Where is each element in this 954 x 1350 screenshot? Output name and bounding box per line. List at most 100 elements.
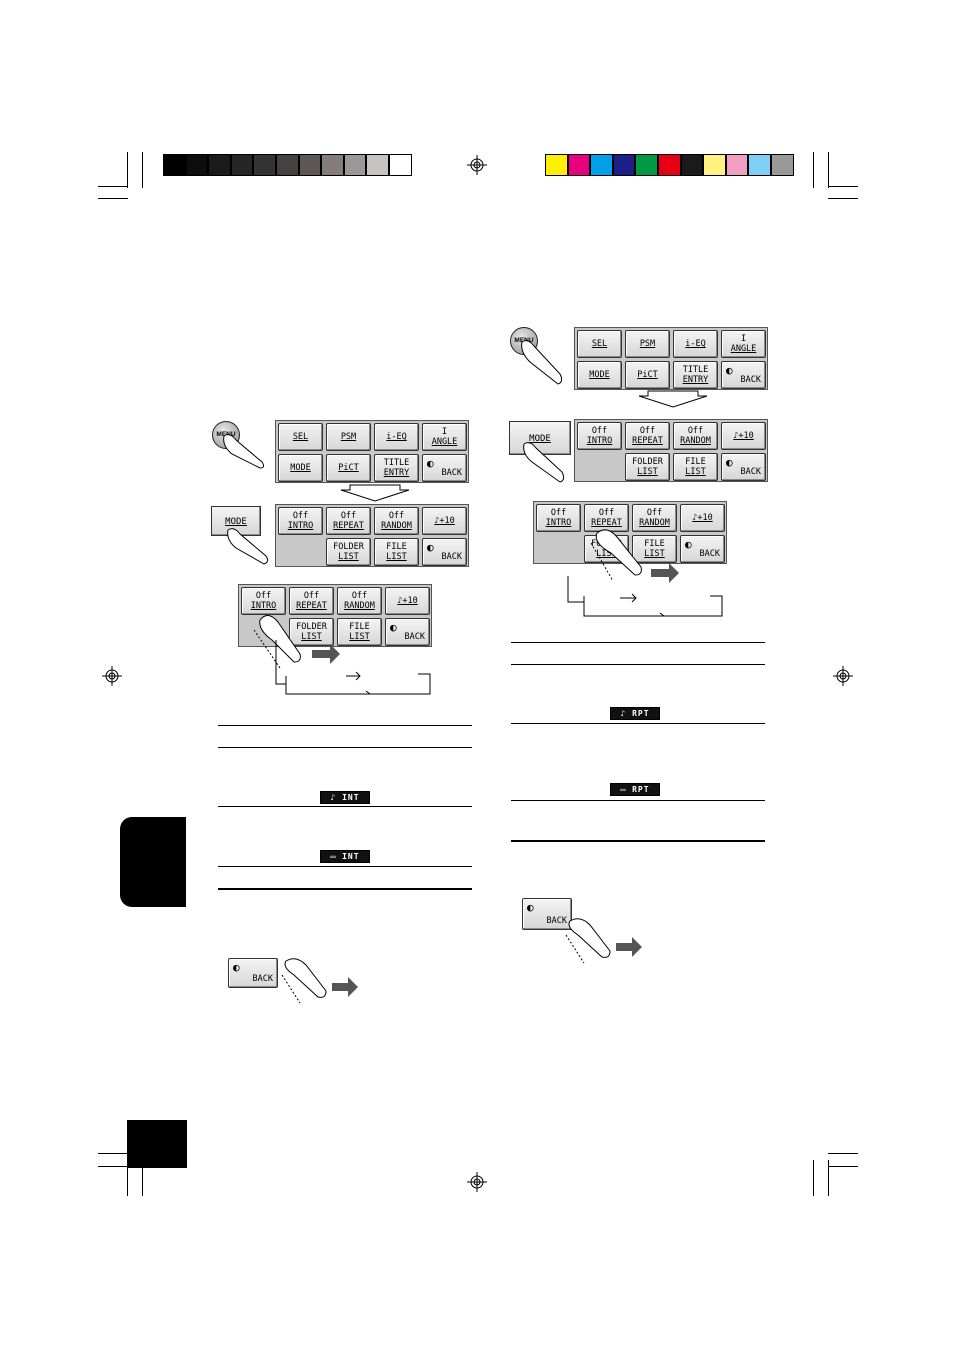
down-arrow-icon (638, 390, 708, 408)
key-label: INTRO (287, 521, 314, 531)
back-icon: ◐ (427, 541, 434, 554)
crop-mark (828, 1166, 858, 1167)
key-label: SEL (292, 432, 309, 442)
finger-press-icon (565, 918, 642, 964)
finger-icon (223, 434, 265, 469)
right-mode-key[interactable]: MODE (509, 421, 571, 455)
key-label: ♪+10 (434, 516, 455, 526)
table-rule (218, 866, 472, 867)
back-key[interactable]: ◐BACK (680, 535, 725, 563)
key-top-label: FOLDER (296, 622, 327, 632)
panel-key[interactable]: MODE (577, 361, 622, 389)
color-swatch (230, 154, 254, 176)
panel-key[interactable]: SEL (577, 330, 622, 358)
panel-key[interactable]: PiCT (326, 454, 371, 482)
back-icon: ◐ (427, 457, 434, 470)
panel-key[interactable]: ♪+10 (422, 507, 467, 535)
right-back-button[interactable]: ◐BACK (522, 898, 572, 930)
back-key[interactable]: ◐BACK (385, 618, 430, 646)
panel-key[interactable]: MODE (278, 454, 323, 482)
crop-mark (98, 198, 128, 199)
key-top-label: FOLDER (333, 542, 364, 552)
cycle-arrows-diagram (275, 640, 431, 695)
crop-mark (127, 1160, 128, 1196)
table-rule (511, 800, 765, 801)
table-rule (511, 840, 765, 842)
repeat-track-indicator: ♪ RPT (610, 707, 660, 720)
right-mode-panel-pressed: OffINTROOffREPEATOffRANDOM♪+10FOLDERLIST… (533, 501, 727, 564)
panel-key[interactable]: SEL (278, 423, 323, 451)
key-top-label: FILE (386, 542, 407, 552)
finger-press-icon (590, 529, 679, 583)
key-label: RANDOM (680, 436, 711, 446)
left-back-button[interactable]: ◐BACK (228, 958, 278, 988)
registration-mark-icon (833, 666, 853, 686)
key-label: MODE (290, 463, 311, 473)
key-top-label: Off (292, 511, 309, 521)
back-key[interactable]: ◐BACK (721, 453, 766, 481)
panel-key[interactable]: i-EQ (374, 423, 419, 451)
crop-mark (142, 1160, 143, 1196)
crop-mark (98, 1153, 128, 1154)
back-key[interactable]: ◐BACK (422, 454, 467, 482)
back-icon: ◐ (685, 538, 692, 551)
finger-icon (227, 528, 269, 565)
color-swatch (703, 154, 726, 176)
panel-key[interactable]: ♪+10 (385, 587, 430, 615)
key-top-label: TITLE (682, 365, 709, 375)
crop-mark (127, 152, 128, 188)
key-top-label: Off (351, 591, 368, 601)
color-swatch (343, 154, 367, 176)
key-label: LIST (596, 549, 617, 559)
panel-key[interactable]: ♪+10 (680, 504, 725, 532)
back-key[interactable]: ◐BACK (422, 538, 467, 566)
key-label: ♪+10 (733, 431, 754, 441)
table-rule (218, 888, 472, 890)
panel-key[interactable]: PiCT (625, 361, 670, 389)
panel-key[interactable]: i-EQ (673, 330, 718, 358)
finger-press-icon (253, 615, 340, 669)
key-label: PiCT (338, 463, 359, 473)
crop-mark (142, 152, 143, 188)
finger-icon (521, 340, 563, 385)
crop-mark (813, 152, 814, 188)
panel-key[interactable]: ♪+10 (721, 422, 766, 450)
key-label: ANGLE (431, 437, 458, 447)
panel-key[interactable]: PSM (326, 423, 371, 451)
key-label: RANDOM (639, 518, 670, 528)
color-swatch (680, 154, 704, 176)
color-swatch (748, 154, 771, 176)
key-label: PiCT (637, 370, 658, 380)
key-label: INTRO (250, 601, 277, 611)
table-rule (511, 642, 765, 643)
back-key[interactable]: ◐BACK (721, 361, 766, 389)
back-icon: ◐ (527, 901, 534, 914)
key-label: PSM (340, 432, 357, 442)
panel-key[interactable]: PSM (625, 330, 670, 358)
down-arrow-icon (340, 484, 410, 502)
